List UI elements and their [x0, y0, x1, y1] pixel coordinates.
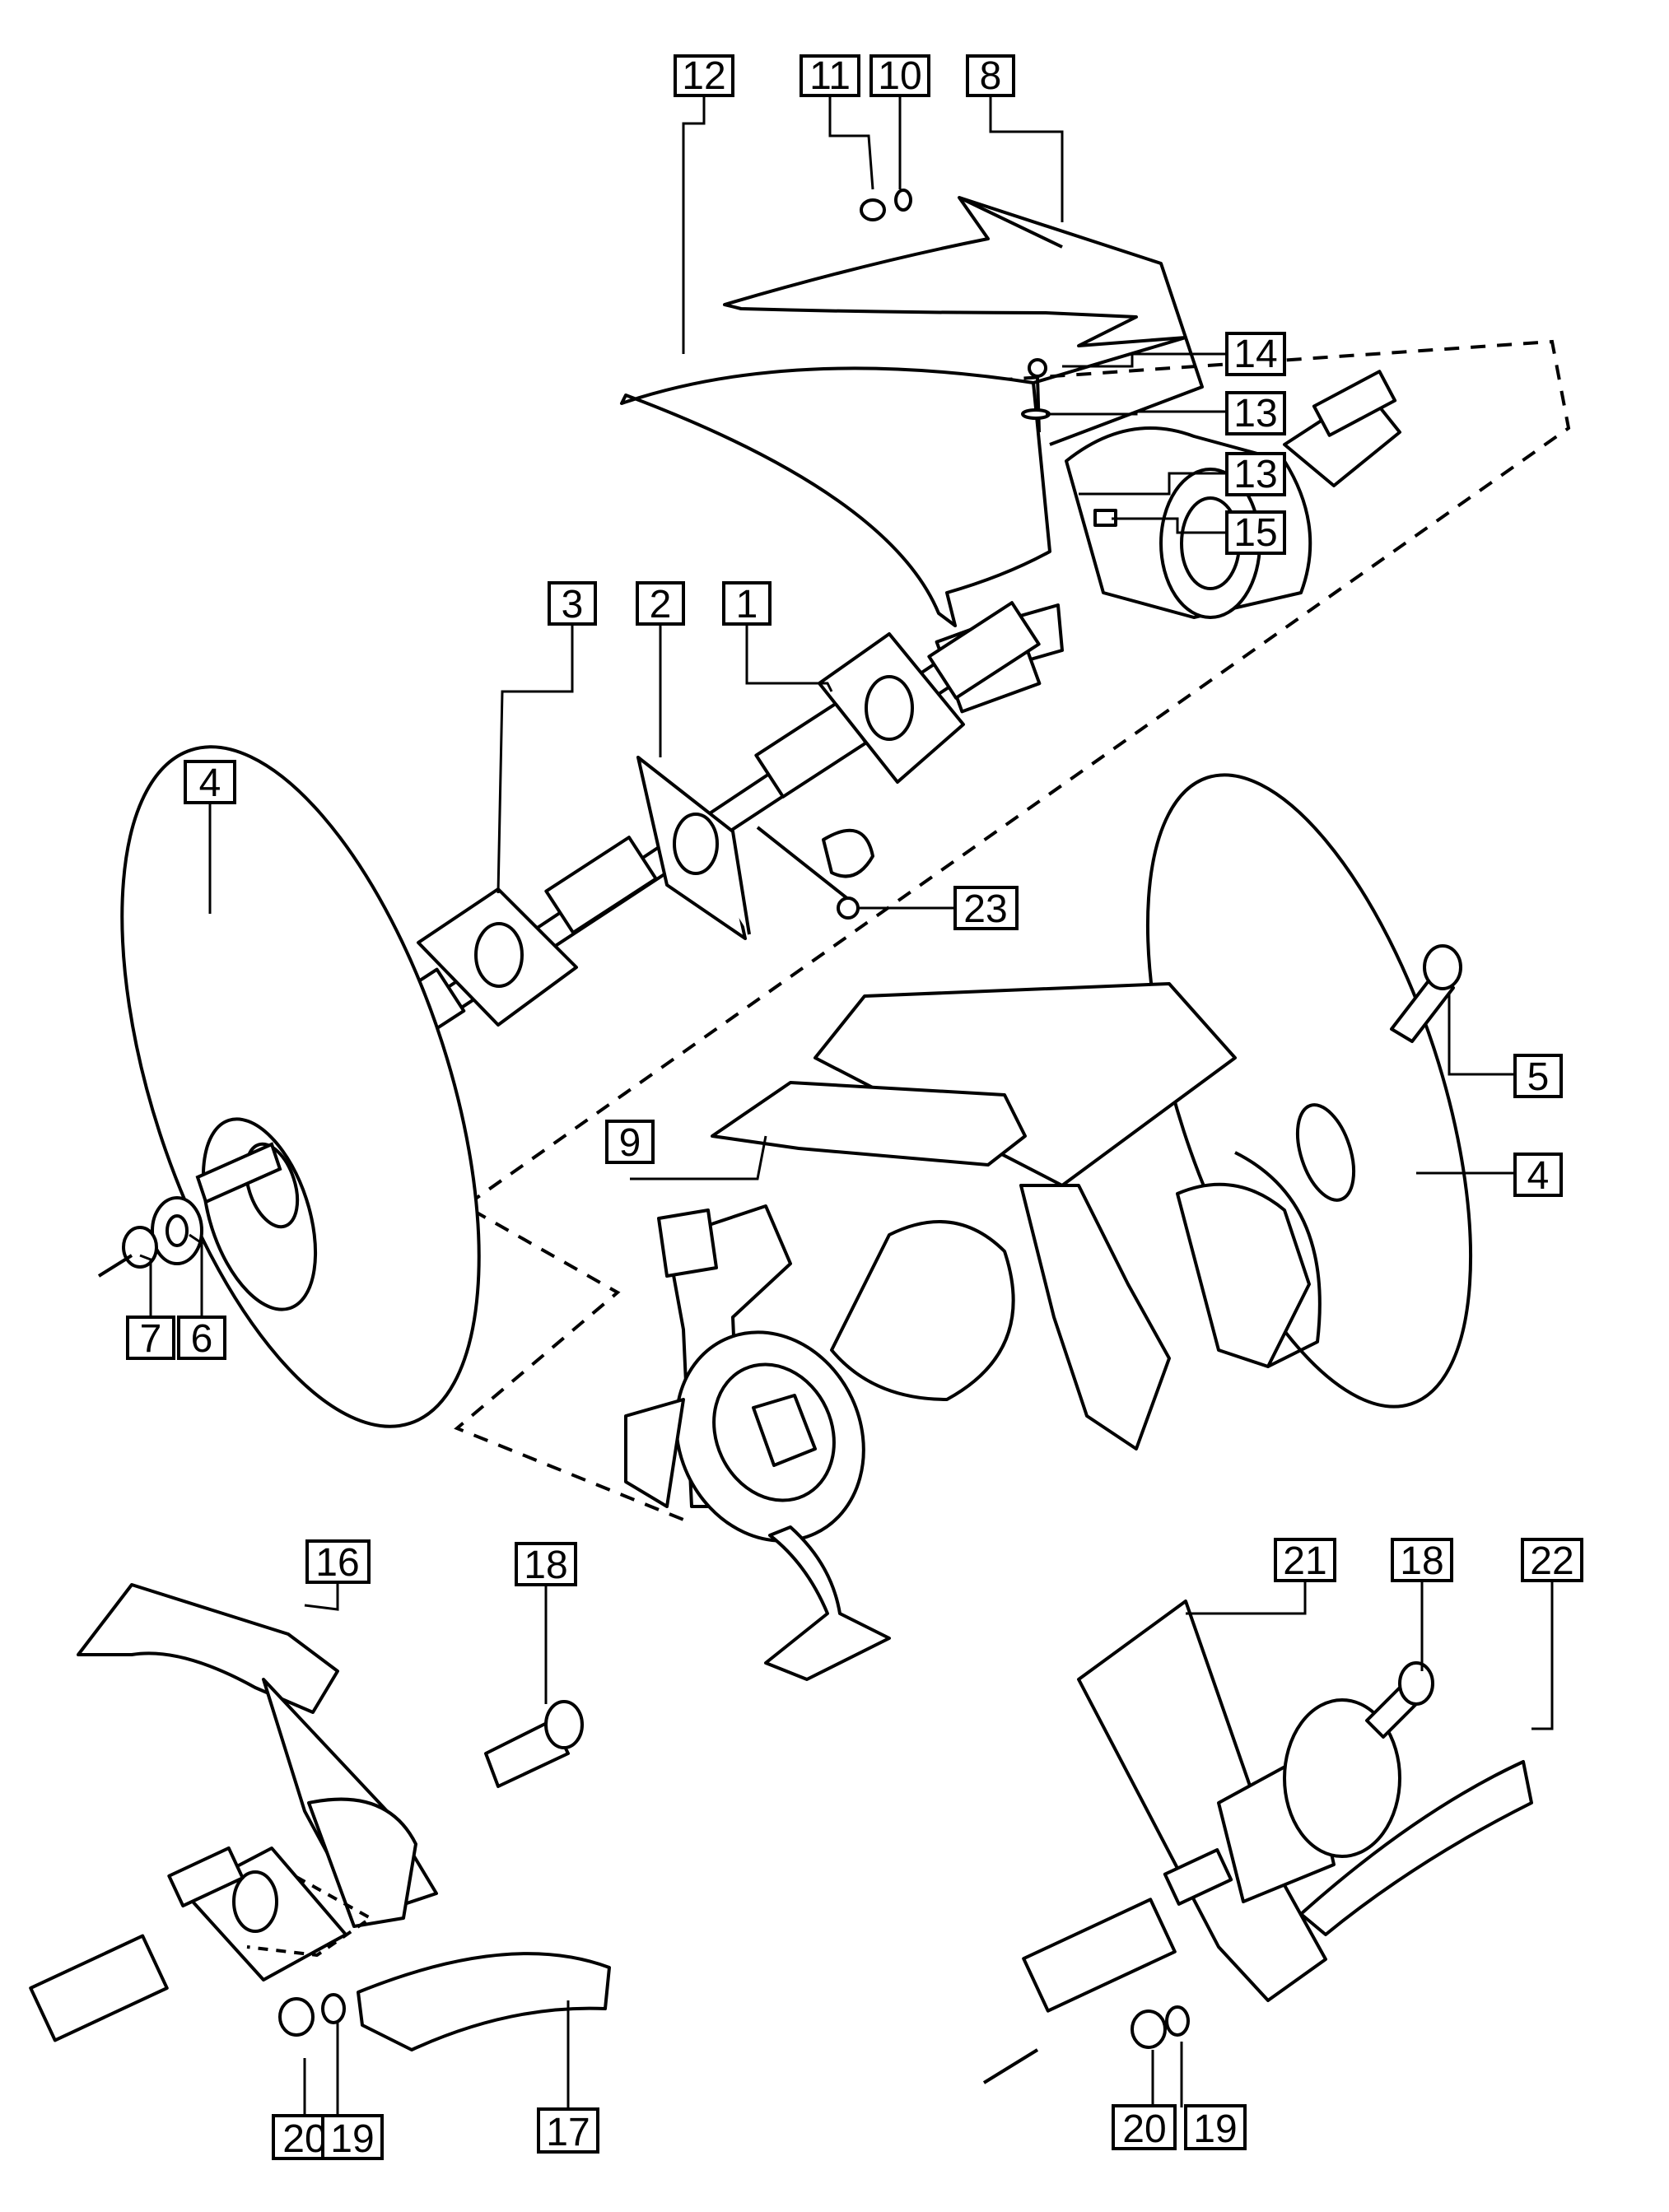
callout-5-label: 5 — [1527, 1055, 1550, 1099]
callout-4-left: 4 — [184, 760, 236, 805]
cotter-pin-23-shape — [756, 826, 858, 907]
washer-19-left-shape — [321, 1993, 346, 2024]
callout-2-label: 2 — [650, 583, 672, 626]
callout-9-label: 9 — [619, 1121, 641, 1165]
callout-19-right-label: 19 — [1193, 2107, 1237, 2151]
callout-13-upper: 13 — [1225, 391, 1286, 435]
callout-13-lower-label: 13 — [1233, 453, 1277, 496]
callout-21: 21 — [1274, 1538, 1336, 1583]
callout-18-right: 18 — [1391, 1538, 1453, 1583]
bracket-9-shape — [711, 1081, 1027, 1167]
leader-lines — [139, 91, 1554, 2116]
side-disc-right — [1145, 773, 1473, 1409]
tiller-assembly — [624, 773, 1473, 1681]
callout-17: 17 — [537, 2107, 599, 2154]
tine-17-shape — [357, 1952, 611, 2051]
callout-4-right-label: 4 — [1527, 1154, 1550, 1198]
callout-21-label: 21 — [1283, 1539, 1326, 1583]
washer-19-right-shape — [1165, 2005, 1190, 2037]
callout-1-label: 1 — [736, 583, 758, 626]
nut-20-right-shape — [1131, 2009, 1167, 2049]
callout-13-upper-label: 13 — [1233, 392, 1277, 435]
callout-19-left: 19 — [321, 2114, 384, 2161]
tine-detail-right — [982, 1600, 1533, 2084]
shaft-end-right — [1312, 370, 1397, 437]
tine-detail-left — [29, 1583, 611, 2051]
callout-12: 12 — [674, 54, 734, 98]
callout-18-right-label: 18 — [1400, 1539, 1443, 1583]
assembly-dashed-outline — [454, 339, 1571, 1525]
callout-23-label: 23 — [963, 887, 1007, 931]
callout-8: 8 — [966, 54, 1015, 98]
callout-6-label: 6 — [191, 1317, 213, 1361]
bolt-11-shape — [860, 198, 886, 221]
callout-22-label: 22 — [1530, 1539, 1573, 1583]
callout-3-label: 3 — [562, 583, 584, 626]
callout-3: 3 — [548, 581, 597, 626]
callout-20-right-label: 20 — [1122, 2107, 1166, 2151]
callout-19-right: 19 — [1184, 2104, 1247, 2151]
callout-13-lower: 13 — [1225, 452, 1286, 496]
callout-18-left: 18 — [515, 1542, 577, 1587]
callout-16-label: 16 — [315, 1541, 359, 1585]
callout-19-left-label: 19 — [330, 2117, 374, 2161]
callout-10: 10 — [869, 54, 930, 98]
callout-1: 1 — [722, 581, 772, 626]
washer-13-shape — [1021, 408, 1051, 420]
callout-2: 2 — [636, 581, 685, 626]
pin-14-shape — [1028, 358, 1047, 378]
callout-20-left-label: 20 — [282, 2117, 326, 2161]
callout-22: 22 — [1521, 1538, 1583, 1583]
callout-6: 6 — [177, 1316, 226, 1361]
callout-18-left-label: 18 — [524, 1544, 567, 1587]
callout-8-label: 8 — [980, 54, 1002, 98]
callout-4-right: 4 — [1513, 1153, 1563, 1198]
callout-14: 14 — [1225, 332, 1286, 376]
callout-15-label: 15 — [1233, 511, 1277, 555]
nut-20-left-shape — [278, 1997, 315, 2037]
callout-17-label: 17 — [546, 2111, 590, 2154]
nut-10-shape — [894, 189, 912, 212]
tine-22-shape — [1299, 1760, 1533, 1936]
bolt-5-shape — [1390, 974, 1455, 1043]
callout-15: 15 — [1225, 510, 1286, 555]
callout-12-label: 12 — [682, 54, 725, 98]
callout-23: 23 — [953, 886, 1019, 931]
shaft-segment-mid — [544, 836, 658, 934]
callout-11-label: 11 — [809, 54, 851, 98]
tine-21-shape — [1077, 1600, 1327, 2002]
callout-7: 7 — [126, 1316, 175, 1361]
callout-14-label: 14 — [1233, 333, 1277, 376]
callout-16: 16 — [305, 1539, 371, 1585]
tine-16-shape — [77, 1583, 339, 1714]
callout-7-label: 7 — [140, 1317, 162, 1361]
callout-9: 9 — [605, 1120, 655, 1165]
callout-10-label: 10 — [878, 54, 921, 98]
callout-4-left-label: 4 — [199, 761, 221, 805]
callout-5: 5 — [1513, 1054, 1563, 1099]
tine-shield-assembly — [620, 189, 1401, 714]
side-disc-left — [97, 745, 481, 1428]
callout-11: 11 — [800, 54, 860, 98]
callout-20-right: 20 — [1112, 2104, 1177, 2151]
